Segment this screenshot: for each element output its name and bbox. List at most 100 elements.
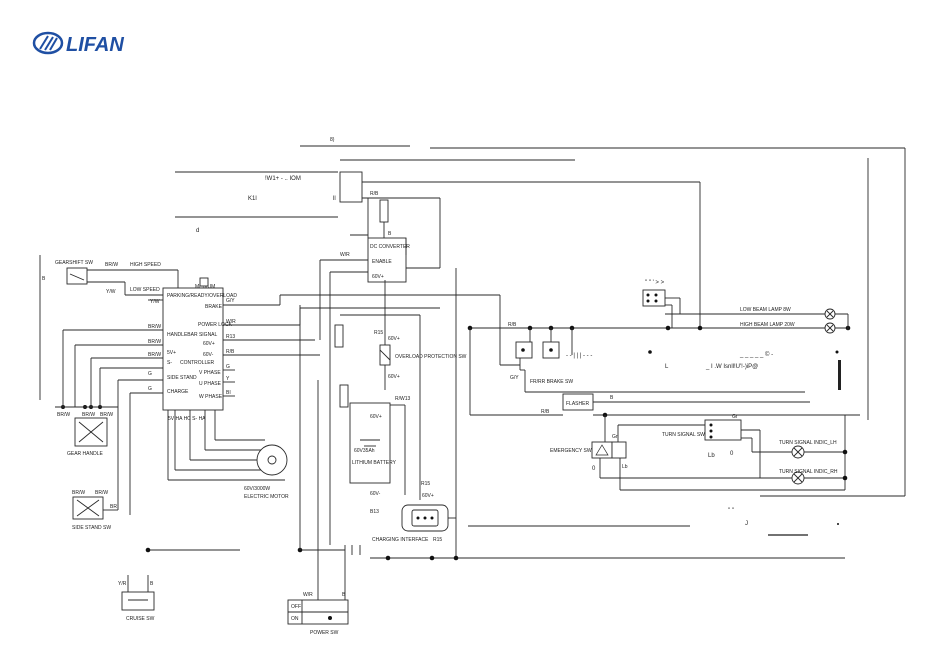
controller-pin-label: U PHASE (199, 381, 222, 387)
wire-label: BR/W (82, 412, 95, 418)
controller-pin-label: 5V+ (167, 350, 176, 356)
turn-signal-switch: TURN SIGNAL SW Gr Lb 0 (662, 414, 761, 478)
garbled-text: 8) (330, 137, 335, 143)
emergency-switch: EMERGENCY SW Gr 0 Lb (550, 415, 705, 490)
wire-label: W/R (340, 252, 350, 258)
wire-label: R/B (226, 349, 235, 355)
wire-label: G/Y (226, 298, 235, 304)
b-label: B (42, 276, 46, 282)
logo-text: LIFAN (66, 34, 124, 56)
turn-rh-label: TURN SIGNAL INDIC_RH (779, 469, 838, 475)
lithium-battery: 60V35Ah LITHIUM BATTERY 60V+ 60V- R/W13 … (349, 396, 430, 515)
headlamp-connector (642, 289, 666, 307)
controller-title: CONTROLLER (180, 360, 215, 366)
black-bar (838, 360, 841, 390)
garbled-text: _ I .W Isnll!U'!-)iP@ (705, 364, 758, 370)
gear-handle-label: GEAR HANDLE (67, 451, 104, 457)
wire-label: 60V+ (388, 336, 400, 342)
controller-connector (199, 277, 209, 287)
lifan-logo: LIFAN (32, 31, 124, 56)
controller-pin-label: CHARGE (167, 389, 189, 395)
flasher: FLASHER R/B B (469, 328, 860, 418)
wire-label: R13 (226, 334, 235, 340)
garbled-text: ll (333, 196, 336, 202)
yw-label: Y/W (106, 289, 116, 295)
wire-label: BR (110, 504, 117, 510)
wire-label: BR/W (148, 339, 161, 345)
wire-label: B (150, 581, 154, 587)
gearshift-label: GEARSHIFT SW (55, 260, 93, 266)
overload-label: OVERLOAD PROTECTION SW (395, 354, 467, 360)
wire-label: BR/W (148, 352, 161, 358)
wire-label: B (388, 231, 392, 237)
turn-signal-label: TURN SIGNAL SW (662, 432, 705, 438)
wire-label: BI (226, 390, 231, 396)
electric-motor: 60V/3000W ELECTRIC MOTOR (244, 444, 289, 500)
wire-label: Gr (732, 414, 738, 420)
controller: PARKING/READY/OVERLOAD POWER LOCK HANDLE… (162, 277, 237, 422)
header-lines: 8) !W1+ - .. IOM K1l ll d (175, 137, 906, 496)
logo-stripe (49, 37, 58, 51)
bottom-right-garble: J " " (728, 508, 839, 536)
controller-pin-label: 60V+ (203, 341, 215, 347)
key-switch (339, 171, 363, 203)
controller-pin-label: SIDE STAND (167, 375, 197, 381)
battery-label: LITHIUM BATTERY (352, 460, 397, 466)
dc-enable-label: ENABLE (372, 259, 392, 265)
wire-label: BR/W (95, 490, 108, 496)
garbled-text: - - | | | - - - (566, 353, 592, 359)
garbled-text: K1l (248, 196, 257, 202)
wire-label: G (148, 386, 152, 392)
motor-rating: 60V/3000W (244, 486, 270, 492)
wire-label: R/B (508, 322, 517, 328)
wire-label: B (342, 592, 346, 598)
brake-switch-label: FR/RR BRAKE SW (530, 379, 573, 385)
wire-label: G (148, 371, 152, 377)
cruise-switch: CRUISE SW Y/R B (118, 575, 155, 622)
dc-v60-label: 60V+ (372, 274, 384, 280)
flasher-label: FLASHER (566, 401, 589, 407)
turn-lh-label: TURN SIGNAL INDIC_LH (779, 440, 837, 446)
emergency-label: EMERGENCY SW (550, 448, 592, 454)
wire-label: 60V+ (388, 374, 400, 380)
controller-pin-label: POWER LOCK (198, 322, 233, 328)
garbled-text: " " (728, 508, 734, 514)
power-off-label: OFF (291, 604, 301, 610)
wire-label: R15 (421, 481, 430, 487)
garbled-text: d (196, 228, 199, 234)
logo-emblem (32, 31, 64, 55)
garbled-text: L (665, 364, 669, 370)
dc-converter-label: DC CONVERTER (370, 244, 410, 250)
wire-label: Y/W (150, 299, 160, 305)
garbled-text: _ _ _ _ _ © - (739, 351, 773, 358)
wire-label: R/B (541, 409, 550, 415)
wire-label: BR/W (148, 324, 161, 330)
turn-indicators: TURN SIGNAL INDIC_LH TURN SIGNAL INDIC_R… (600, 415, 905, 497)
high-speed-label: HIGH SPEED (130, 262, 161, 268)
wire-label: Lb (708, 453, 715, 459)
garbled-text: " " ' > > (645, 280, 665, 286)
wire-label: 0 (730, 451, 734, 457)
high-beam-label: HIGH BEAM LAMP 20W (740, 322, 795, 328)
gear-handle: GEAR HANDLE BR/W BR/W BR/W BR/W BR/W BR/… (55, 299, 163, 515)
dc-converter: DC CONVERTER ENABLE 60V+ R/B B W/R (319, 181, 575, 545)
controller-pin-label: S- (167, 360, 172, 366)
wire-label: R/W13 (395, 396, 411, 402)
cruise-label: CRUISE SW (126, 616, 155, 622)
power-label: POWER SW (310, 630, 339, 636)
side-stand-label: SIDE STAND SW (72, 525, 111, 531)
relay-section: R/B G/Y FR/RR BRAKE SW - - | | | - - - L… (467, 322, 841, 393)
wire-label: Y/R (118, 581, 127, 587)
controller-pin-label: W PHASE (199, 394, 223, 400)
motor-label: ELECTRIC MOTOR (244, 494, 289, 500)
controller-pin-label: PARKING/READY/OVERLOAD (167, 293, 237, 299)
controller-pin-label: HANDLEBAR SIGNAL (167, 332, 218, 338)
logo-stripe (39, 35, 49, 50)
wire-label: 0 (592, 466, 596, 472)
power-on-label: ON (291, 616, 299, 622)
wire-label: BR/W (57, 412, 70, 418)
bw-label: BR/W (105, 262, 118, 268)
charging-label: CHARGING INTERFACE (372, 537, 429, 543)
wire-label: Y (226, 376, 230, 382)
